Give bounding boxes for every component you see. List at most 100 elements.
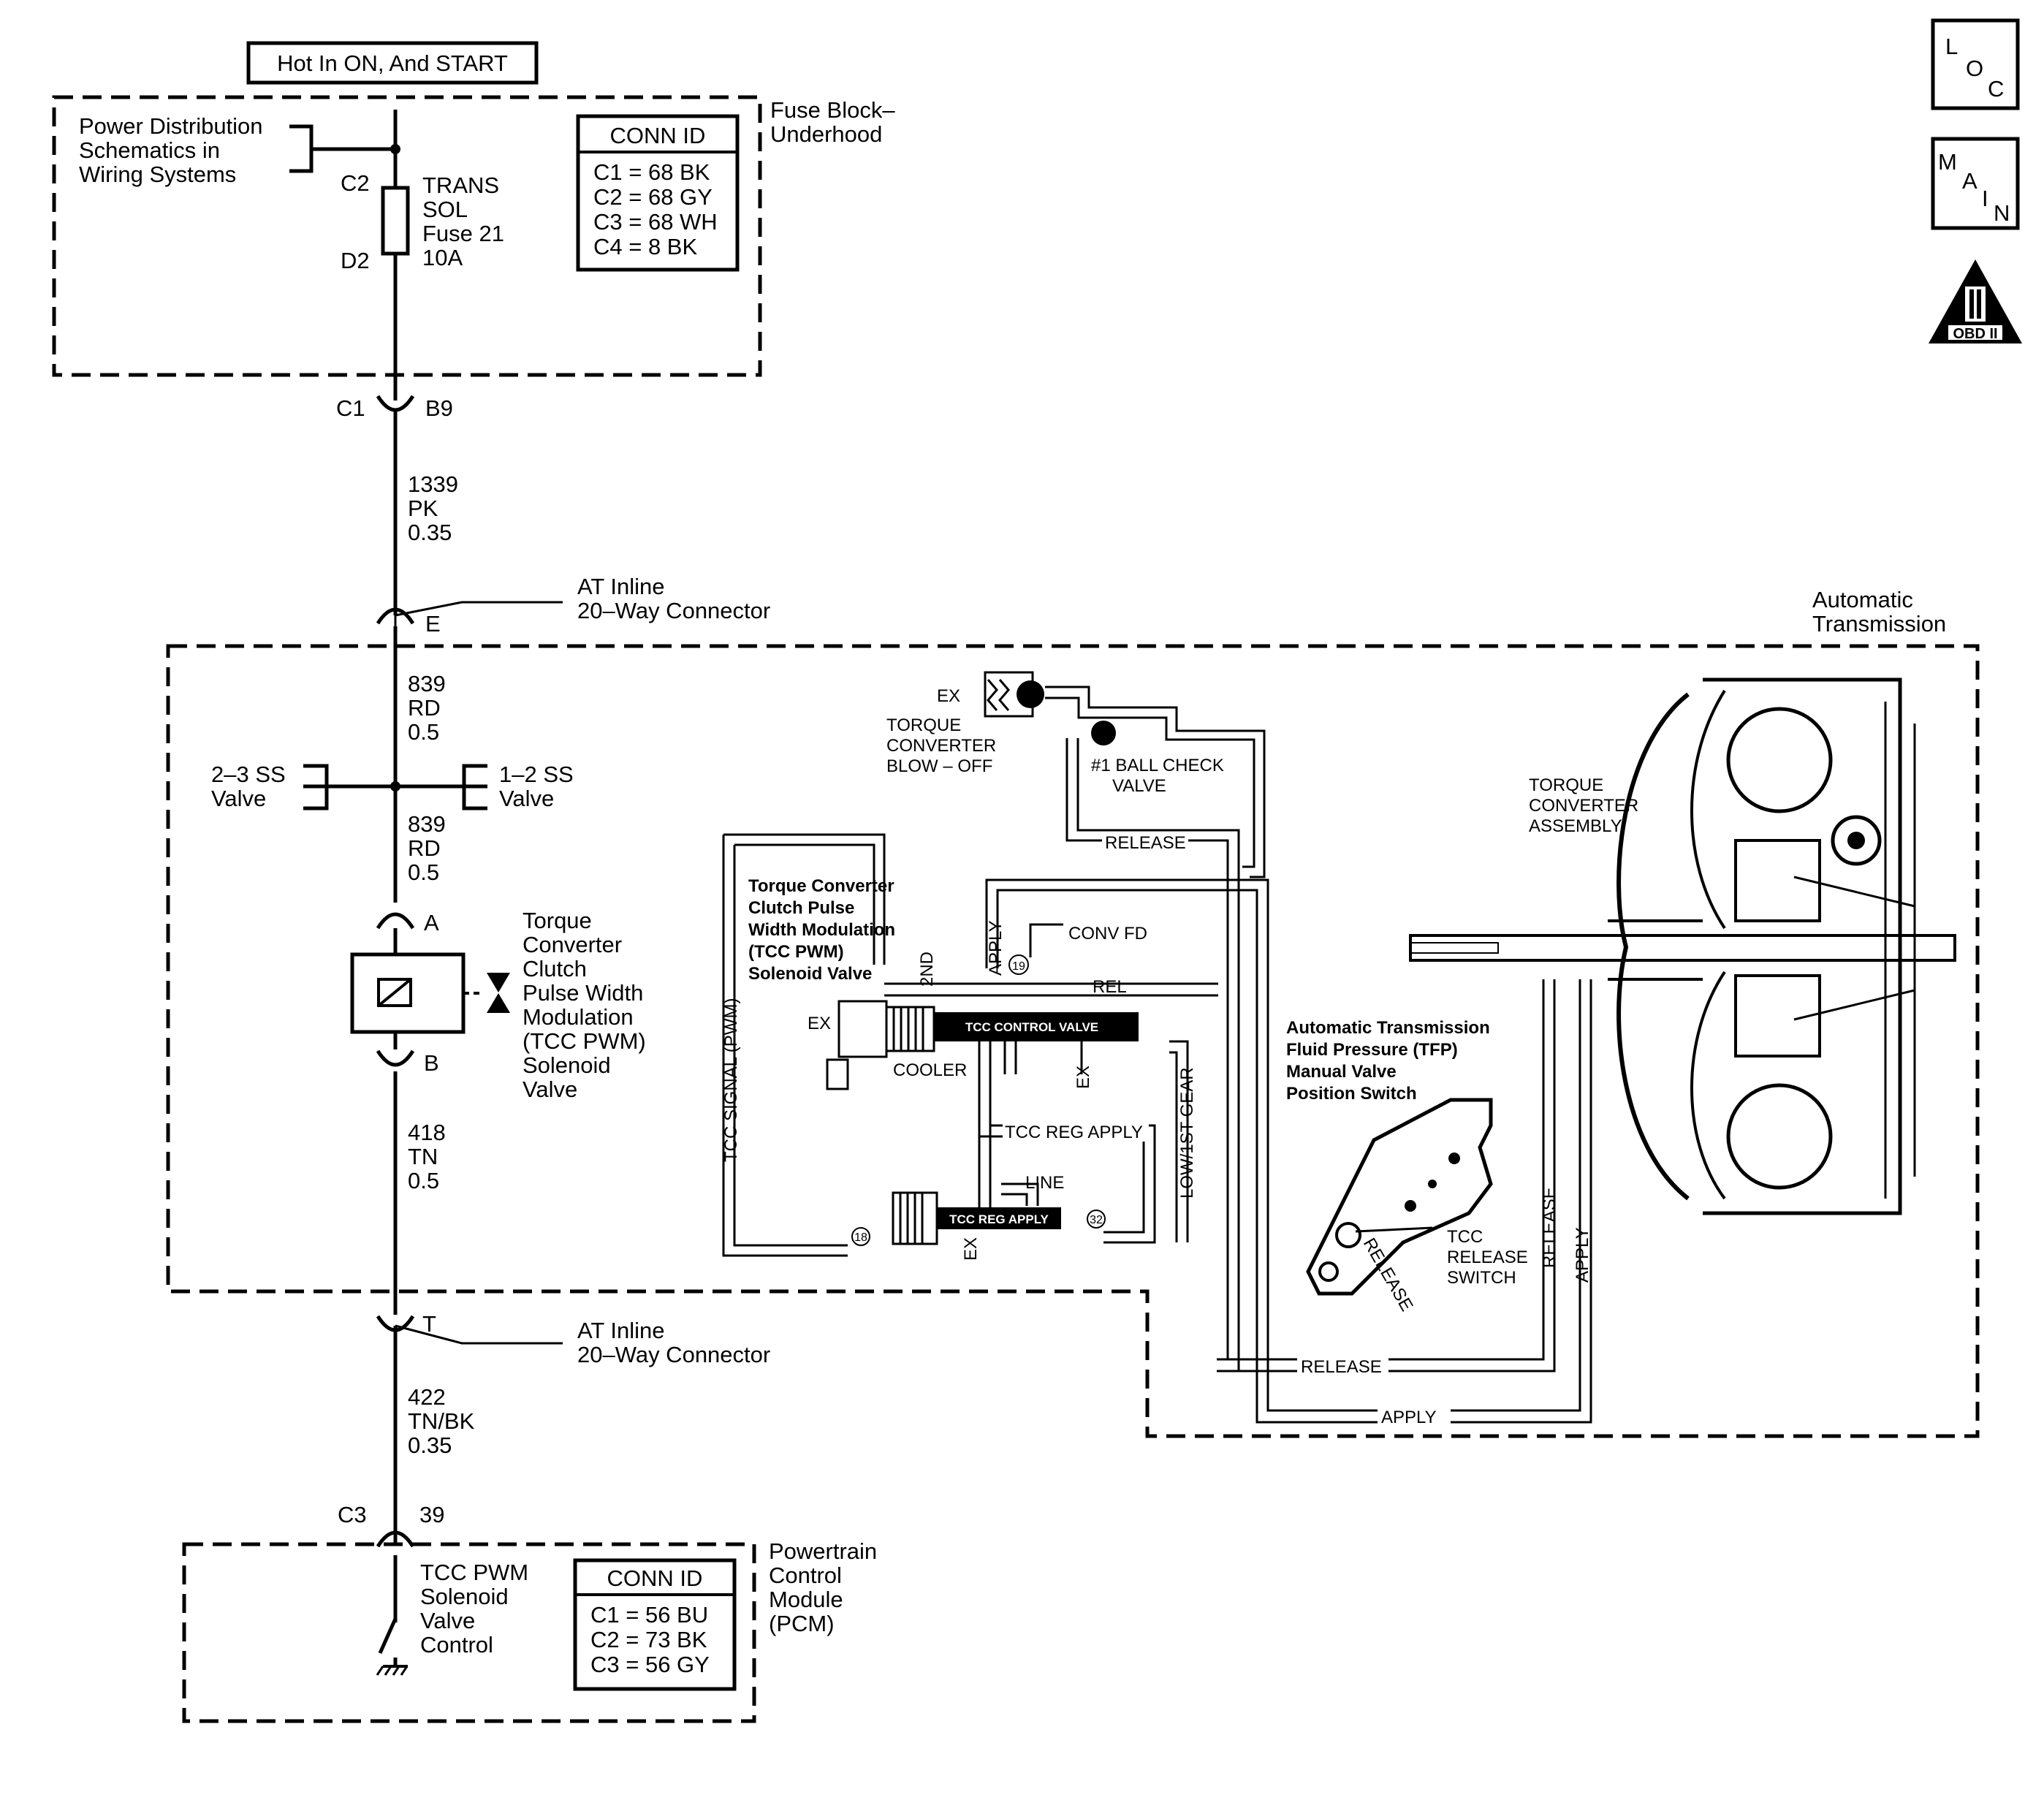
inline-connector-t-leader xyxy=(395,1324,563,1345)
svg-text:(PCM): (PCM) xyxy=(769,1611,835,1636)
second-gear-label: 2ND xyxy=(917,952,937,987)
conn-id-table-pcm: CONN ID C1 = 56 BU C2 = 73 BK C3 = 56 GY xyxy=(573,1558,737,1691)
svg-text:1–2 SS: 1–2 SS xyxy=(499,762,574,787)
loc-icon[interactable]: L O C xyxy=(1931,18,2020,110)
svg-text:RD: RD xyxy=(408,695,441,721)
svg-text:TN: TN xyxy=(408,1144,438,1169)
svg-text:CONN ID: CONN ID xyxy=(607,1565,703,1591)
tcc-pwm-solenoid-valve-label: Torque Converter Clutch Pulse Width Modu… xyxy=(748,876,895,984)
svg-text:TCC CONTROL VALVE: TCC CONTROL VALVE xyxy=(965,1020,1098,1034)
orifice-19: 19 xyxy=(1008,954,1029,975)
orifice-32: 32 xyxy=(1087,1210,1106,1229)
conv-fd-label: CONV FD xyxy=(1068,924,1147,944)
cooler-label: COOLER xyxy=(893,1060,967,1080)
svg-text:Width Modulation: Width Modulation xyxy=(748,920,895,940)
svg-text:Valve: Valve xyxy=(523,1077,577,1102)
inline-connector-bottom-label: AT Inline 20–Way Connector xyxy=(577,1318,770,1367)
svg-text:C3 = 56 GY: C3 = 56 GY xyxy=(590,1652,710,1677)
tcc-release-switch-leader xyxy=(1355,1226,1433,1233)
svg-text:TORQUE: TORQUE xyxy=(1529,775,1603,795)
svg-text:20–Way Connector: 20–Way Connector xyxy=(577,598,770,623)
svg-text:20–Way Connector: 20–Way Connector xyxy=(577,1342,770,1367)
svg-text:Control: Control xyxy=(769,1563,842,1588)
inline-connector-e xyxy=(376,607,415,625)
power-label-box xyxy=(246,41,539,85)
svg-text:CONN ID: CONN ID xyxy=(610,123,706,148)
svg-text:Clutch: Clutch xyxy=(523,956,587,982)
svg-text:AT Inline: AT Inline xyxy=(577,1318,664,1343)
svg-text:0.5: 0.5 xyxy=(408,859,439,885)
svg-text:0.35: 0.35 xyxy=(408,1432,452,1458)
svg-text:Valve: Valve xyxy=(499,786,554,811)
ss-valve-brackets xyxy=(303,764,487,810)
svg-text:PK: PK xyxy=(408,496,438,521)
inline-connector-e-leader xyxy=(394,601,563,650)
svg-text:Converter: Converter xyxy=(523,932,622,957)
solenoid-pin-b-connector xyxy=(376,1049,415,1067)
pin-c2: C2 xyxy=(341,170,370,196)
svg-text:TORQUE: TORQUE xyxy=(886,715,961,735)
tcc-release-switch-label: TCC RELEASE SWITCH xyxy=(1447,1227,1528,1288)
svg-text:CONVERTER: CONVERTER xyxy=(886,736,996,756)
ball-check-valve-symbol xyxy=(1091,721,1116,745)
svg-text:Fuse 21: Fuse 21 xyxy=(422,221,504,246)
pin-b9: B9 xyxy=(425,395,453,421)
loc-letter-l: L xyxy=(1945,34,1958,59)
svg-text:RELEASE: RELEASE xyxy=(1447,1248,1528,1267)
power-distribution-reference: Power Distribution Schematics in Wiring … xyxy=(79,113,263,187)
apply-bottom-bg xyxy=(1378,1406,1451,1427)
svg-text:Module: Module xyxy=(769,1587,843,1612)
solenoid-pin-b: B xyxy=(424,1050,439,1076)
svg-text:RD: RD xyxy=(408,835,441,861)
svg-text:1339: 1339 xyxy=(408,471,458,497)
svg-text:Automatic: Automatic xyxy=(1812,587,1913,612)
svg-text:422: 422 xyxy=(408,1384,446,1410)
svg-text:C1 = 56 BU: C1 = 56 BU xyxy=(590,1602,708,1628)
wire-839-label-lower: 839 RD 0.5 xyxy=(408,811,446,885)
svg-text:AT Inline: AT Inline xyxy=(577,574,664,599)
svg-text:Automatic Transmission: Automatic Transmission xyxy=(1286,1018,1490,1038)
ex-label-control-valve: EX xyxy=(1074,1066,1093,1089)
svg-text:TRANS: TRANS xyxy=(422,172,499,198)
ss-1-2-valve-label: 1–2 SS Valve xyxy=(499,762,574,811)
orifice-18: 18 xyxy=(851,1227,870,1246)
tfp-switch-drawing xyxy=(1306,1098,1493,1296)
obd-ii-icon[interactable]: OBD II xyxy=(1929,259,2022,343)
release-label-top: RELEASE xyxy=(1105,833,1186,853)
tcc-pwm-solenoid-body xyxy=(826,1000,935,1090)
apply-label-vertical: APPLY xyxy=(1573,1227,1592,1283)
svg-text:Underhood: Underhood xyxy=(770,121,882,147)
svg-text:Position Switch: Position Switch xyxy=(1286,1084,1417,1104)
apply-label-bottom: APPLY xyxy=(1381,1408,1437,1427)
svg-text:CONVERTER: CONVERTER xyxy=(1529,796,1638,816)
svg-text:TN/BK: TN/BK xyxy=(408,1408,475,1434)
blowoff-label: TORQUE CONVERTER BLOW – OFF xyxy=(886,715,996,776)
svg-text:Control: Control xyxy=(420,1632,493,1658)
ball-check-label: #1 BALL CHECK VALVE xyxy=(1091,756,1224,796)
release-bottom-bg xyxy=(1297,1356,1388,1376)
inline-connector-top-label: AT Inline 20–Way Connector xyxy=(577,574,770,623)
transmission-title: Automatic Transmission xyxy=(1812,587,1946,637)
main-icon[interactable]: M A I N xyxy=(1931,137,2020,230)
svg-text:Powertrain: Powertrain xyxy=(769,1538,877,1564)
svg-text:839: 839 xyxy=(408,811,446,837)
svg-text:Solenoid: Solenoid xyxy=(420,1584,509,1609)
svg-text:Schematics in: Schematics in xyxy=(79,137,220,163)
ss-2-3-valve-label: 2–3 SS Valve xyxy=(211,762,286,811)
svg-text:Transmission: Transmission xyxy=(1812,611,1946,637)
svg-text:Wiring Systems: Wiring Systems xyxy=(79,162,236,187)
svg-text:Torque Converter: Torque Converter xyxy=(748,876,894,896)
wire-418-label: 418 TN 0.5 xyxy=(408,1120,446,1193)
fuse-block-title: Fuse Block– Underhood xyxy=(770,97,895,147)
svg-text:C2 = 68 GY: C2 = 68 GY xyxy=(593,184,713,210)
svg-text:418: 418 xyxy=(408,1120,446,1145)
svg-text:Solenoid Valve: Solenoid Valve xyxy=(748,964,872,984)
torque-converter-assembly-label: TORQUE CONVERTER ASSEMBLY xyxy=(1529,775,1638,836)
torque-converter-blow-off-valve xyxy=(984,671,1044,718)
main-letter-n: N xyxy=(1994,200,2010,226)
obd-ii-label: OBD II xyxy=(1953,326,1997,342)
svg-text:C3 = 68 WH: C3 = 68 WH xyxy=(593,209,718,235)
pin-c3: C3 xyxy=(338,1502,367,1527)
torque-converter-assembly-drawing xyxy=(1409,677,1956,1215)
svg-text:TCC REG APPLY: TCC REG APPLY xyxy=(949,1212,1049,1226)
